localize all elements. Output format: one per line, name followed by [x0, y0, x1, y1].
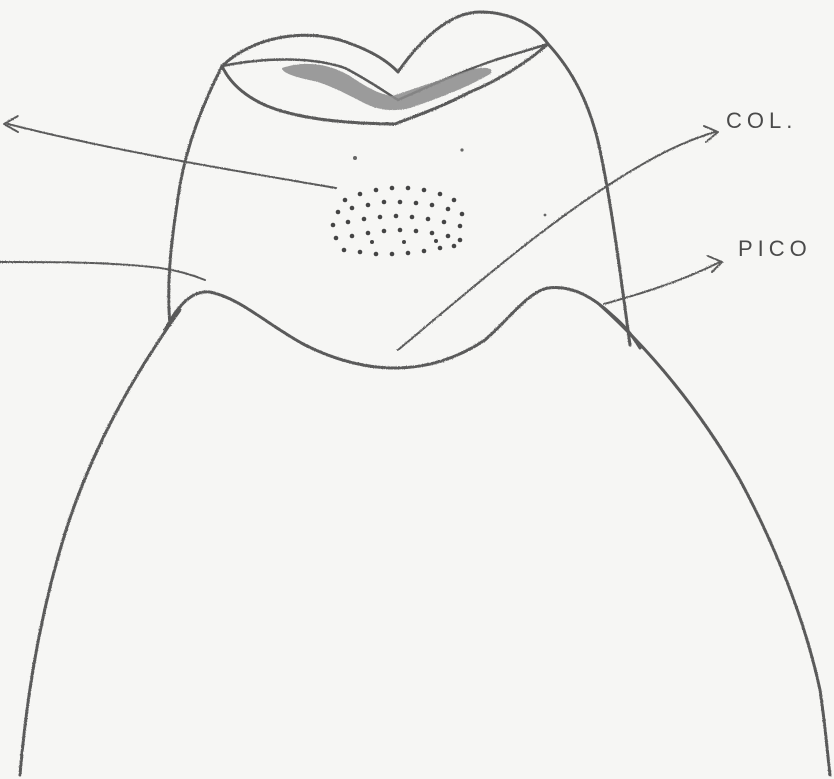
crown-left-side: [169, 66, 222, 325]
label-col: COL.: [726, 108, 797, 134]
gingiva-left-contour: [20, 310, 180, 775]
surface-mark: [460, 148, 463, 151]
gingival-margin: [165, 288, 640, 368]
leader-line-col: [398, 132, 715, 350]
surface-mark: [353, 156, 357, 160]
leader-line-left-upper: [8, 124, 336, 188]
occlusal-fissure: [222, 44, 548, 100]
occlusal-pit-fill: [282, 64, 492, 110]
surface-mark: [544, 214, 547, 217]
label-pico: PICO: [738, 236, 812, 262]
gingiva-right-contour: [600, 305, 830, 775]
stippling-dots: [331, 186, 465, 257]
leader-line-left-lower: [0, 262, 205, 280]
